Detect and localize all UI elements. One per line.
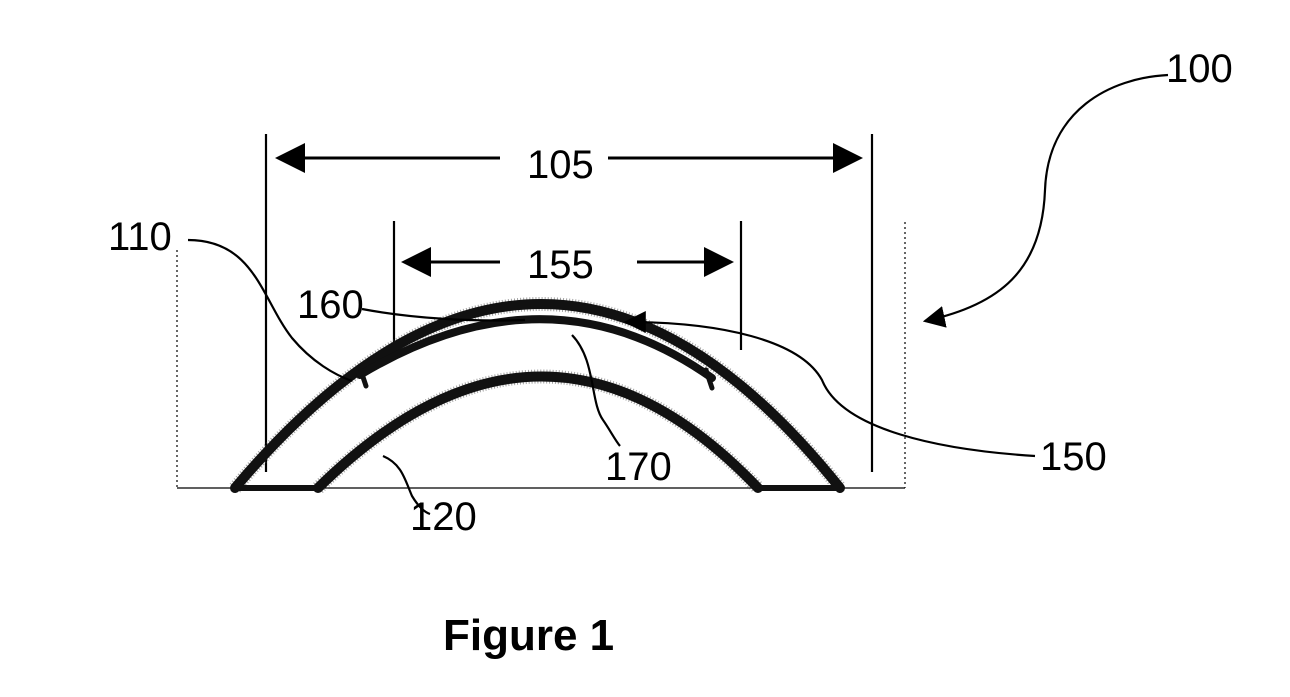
leader-120 — [382, 454, 431, 516]
figure-caption: Figure 1 — [443, 611, 614, 660]
label-100: 100 — [1166, 47, 1233, 91]
outer-surface-arc — [230, 299, 845, 493]
leader-110 — [187, 238, 353, 383]
label-170: 170 — [605, 445, 672, 489]
label-160: 160 — [297, 283, 364, 327]
label-110: 110 — [108, 215, 172, 259]
label-120: 120 — [410, 495, 477, 539]
label-150: 150 — [1040, 435, 1107, 479]
inner-surface-arc — [313, 371, 763, 493]
middle-layer-arc — [356, 315, 716, 382]
leader-150 — [623, 311, 1036, 458]
right-layer-end-tick — [703, 367, 715, 391]
leader-100 — [922, 73, 1169, 328]
label-155: 155 — [527, 243, 594, 287]
left-layer-end-tick — [357, 365, 369, 389]
dome-structure — [229, 297, 846, 493]
leader-170 — [571, 334, 621, 447]
leader-160 — [361, 307, 526, 322]
label-105: 105 — [527, 143, 594, 187]
